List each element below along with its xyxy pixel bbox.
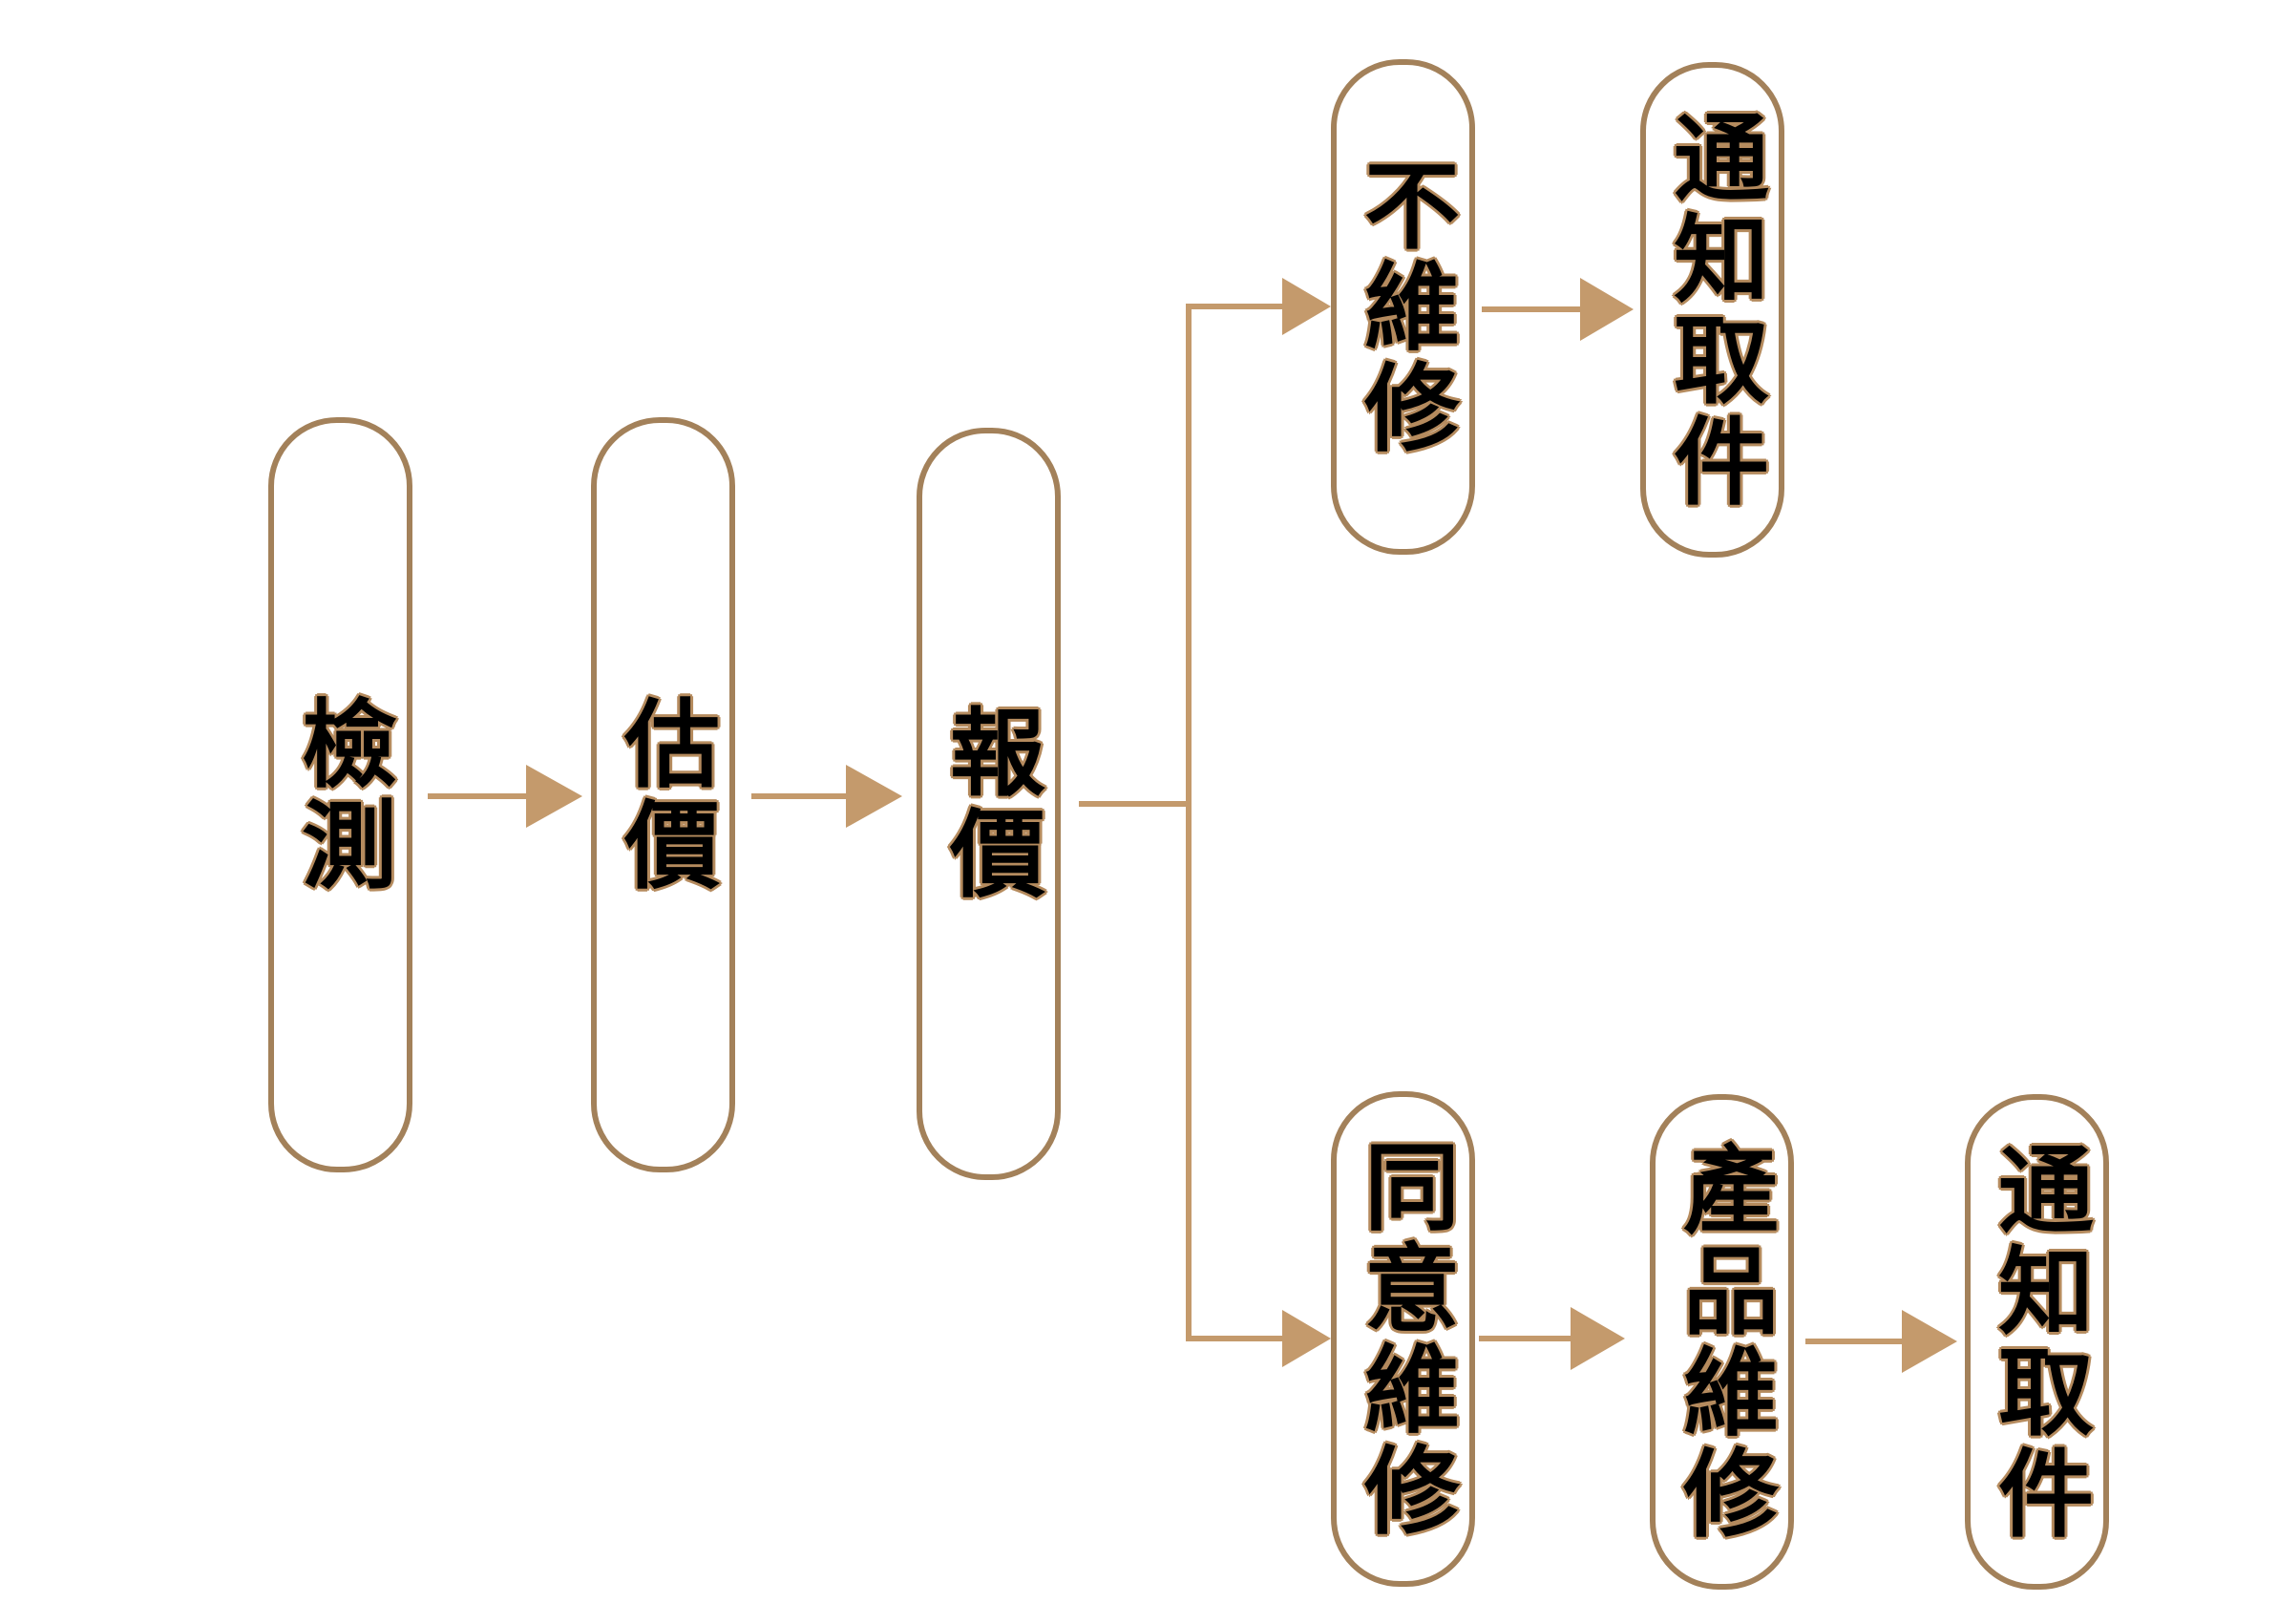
- node-inspect: 檢測: [268, 417, 412, 1172]
- arrow-agree-to-repair-head: [1571, 1307, 1625, 1370]
- node-notify-pickup-bottom: 通知取件: [1965, 1094, 2109, 1590]
- arrow-agree-repair-head: [1282, 1310, 1331, 1367]
- node-product-repair-label: 產品維修: [1666, 1139, 1779, 1545]
- node-no-repair: 不維修: [1331, 59, 1475, 555]
- node-estimate: 估價: [591, 417, 735, 1172]
- node-quote-label: 報價: [933, 703, 1045, 905]
- arrow-inspect-to-estimate-head: [526, 765, 582, 828]
- node-notify-pickup-top: 通知取件: [1640, 62, 1784, 558]
- node-no-repair-label: 不維修: [1347, 155, 1460, 459]
- node-inspect-label: 檢測: [285, 693, 397, 896]
- node-agree-repair: 同意維修: [1331, 1091, 1475, 1587]
- node-notify-pickup-top-label: 通知取件: [1656, 107, 1769, 513]
- node-quote: 報價: [917, 428, 1061, 1180]
- node-estimate-label: 估價: [607, 693, 720, 896]
- arrow-no-repair-to-notify-head: [1580, 278, 1634, 341]
- node-product-repair: 產品維修: [1650, 1094, 1794, 1590]
- node-notify-pickup-bottom-label: 通知取件: [1981, 1139, 2094, 1545]
- arrow-no-repair-head: [1282, 278, 1331, 335]
- arrow-estimate-to-quote-head: [846, 765, 902, 828]
- node-agree-repair-label: 同意維修: [1347, 1136, 1460, 1542]
- arrow-repair-to-notify-head: [1902, 1310, 1957, 1373]
